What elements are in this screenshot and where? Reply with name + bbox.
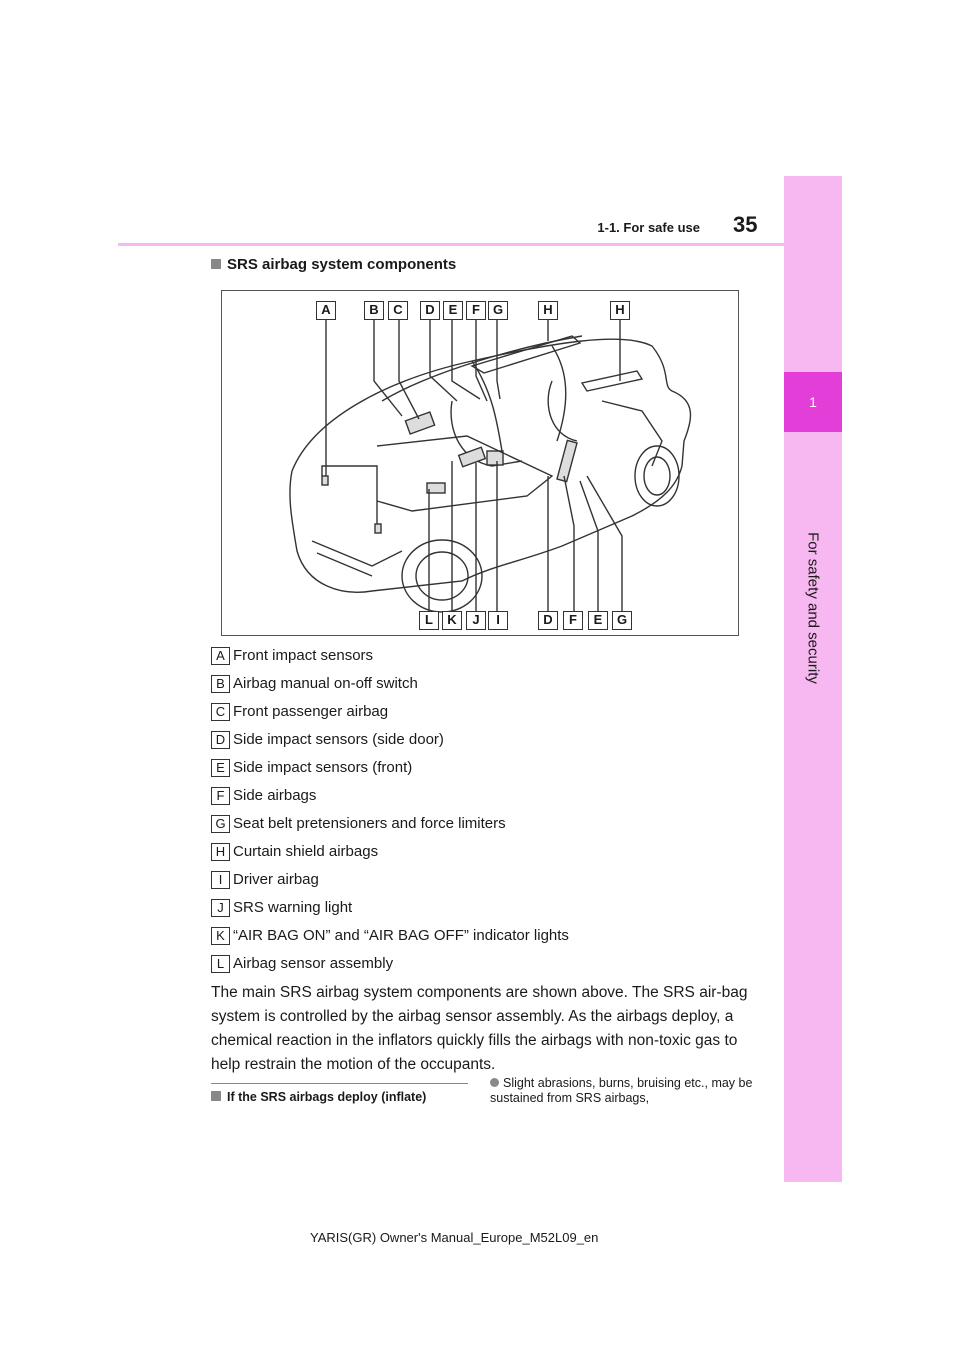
figure-label-top-1: B xyxy=(364,301,384,320)
figure-label-top-4: E xyxy=(443,301,463,320)
legend-key: H xyxy=(211,843,230,861)
section-heading: SRS airbag system components xyxy=(211,256,456,273)
airbag-diagram: A B C D E F G H H L K J I D F E G xyxy=(221,290,739,636)
legend-text: Front impact sensors xyxy=(233,647,374,664)
figure-label-bottom-3: I xyxy=(488,611,508,630)
legend-text: Driver airbag xyxy=(233,871,319,888)
note-heading-text: If the SRS airbags deploy (inflate) xyxy=(227,1090,427,1104)
legend-key: B xyxy=(211,675,230,693)
figure-label-top-8: H xyxy=(610,301,630,320)
figure-label-top-3: D xyxy=(420,301,440,320)
figure-label-bottom-1: K xyxy=(442,611,462,630)
legend-key: A xyxy=(211,647,230,665)
square-bullet-icon xyxy=(211,1091,221,1101)
legend-text: Side impact sensors (side door) xyxy=(233,731,444,748)
figure-label-top-5: F xyxy=(466,301,486,320)
figure-label-bottom-0: L xyxy=(419,611,439,630)
legend-key: I xyxy=(211,871,230,889)
legend-key: J xyxy=(211,899,230,917)
legend-text: Side airbags xyxy=(233,787,317,804)
note-heading: If the SRS airbags deploy (inflate) xyxy=(211,1090,426,1104)
legend-text: Airbag sensor assembly xyxy=(233,955,394,972)
figure-label-top-7: H xyxy=(538,301,558,320)
chapter-number-tab[interactable]: 1 xyxy=(784,372,842,432)
side-tab xyxy=(784,176,842,1182)
legend-text: Curtain shield airbags xyxy=(233,843,379,860)
figure-label-bottom-4: D xyxy=(538,611,558,630)
car-illustration xyxy=(289,318,692,613)
legend-key: F xyxy=(211,787,230,805)
figure-label-bottom-7: G xyxy=(612,611,632,630)
footer-text: YARIS(GR) Owner's Manual_Europe_M52L09_e… xyxy=(310,1230,599,1245)
legend-key: C xyxy=(211,703,230,721)
figure-label-bottom-5: F xyxy=(563,611,583,630)
chapter-number: 1 xyxy=(809,394,817,410)
bullet-dot-icon xyxy=(490,1078,499,1087)
note-rule xyxy=(211,1083,468,1084)
heading-text: SRS airbag system components xyxy=(227,256,457,273)
legend-text: Front passenger airbag xyxy=(233,703,389,720)
square-bullet-icon xyxy=(211,259,221,269)
note-bullet: Slight abrasions, burns, bruising etc., … xyxy=(490,1076,760,1106)
body-paragraph: The main SRS airbag system components ar… xyxy=(211,984,748,1073)
legend-text: Seat belt pretensioners and force limite… xyxy=(233,815,506,832)
header-rule xyxy=(118,243,784,246)
legend-key: E xyxy=(211,759,230,777)
section-title: 1-1. For safe use xyxy=(597,220,700,235)
legend-text: “AIR BAG ON” and “AIR BAG OFF” indicator… xyxy=(233,927,569,944)
figure-label-bottom-2: J xyxy=(466,611,486,630)
figure-label-top-2: C xyxy=(388,301,408,320)
figure-label-top-6: G xyxy=(488,301,508,320)
legend-text: SRS warning light xyxy=(233,899,353,916)
legend-text: Airbag manual on-off switch xyxy=(233,675,418,692)
legend-key: L xyxy=(211,955,230,973)
legend-text: Side impact sensors (front) xyxy=(233,759,413,776)
legend-key: K xyxy=(211,927,230,945)
page-number: 35 xyxy=(733,212,758,237)
legend-key: D xyxy=(211,731,230,749)
chapter-title: For safety and security xyxy=(804,532,822,684)
note-bullet-text: Slight abrasions, burns, bruising etc., … xyxy=(490,1076,753,1105)
figure-label-top-0: A xyxy=(316,301,336,320)
figure-label-bottom-6: E xyxy=(588,611,608,630)
legend-key: G xyxy=(211,815,230,833)
